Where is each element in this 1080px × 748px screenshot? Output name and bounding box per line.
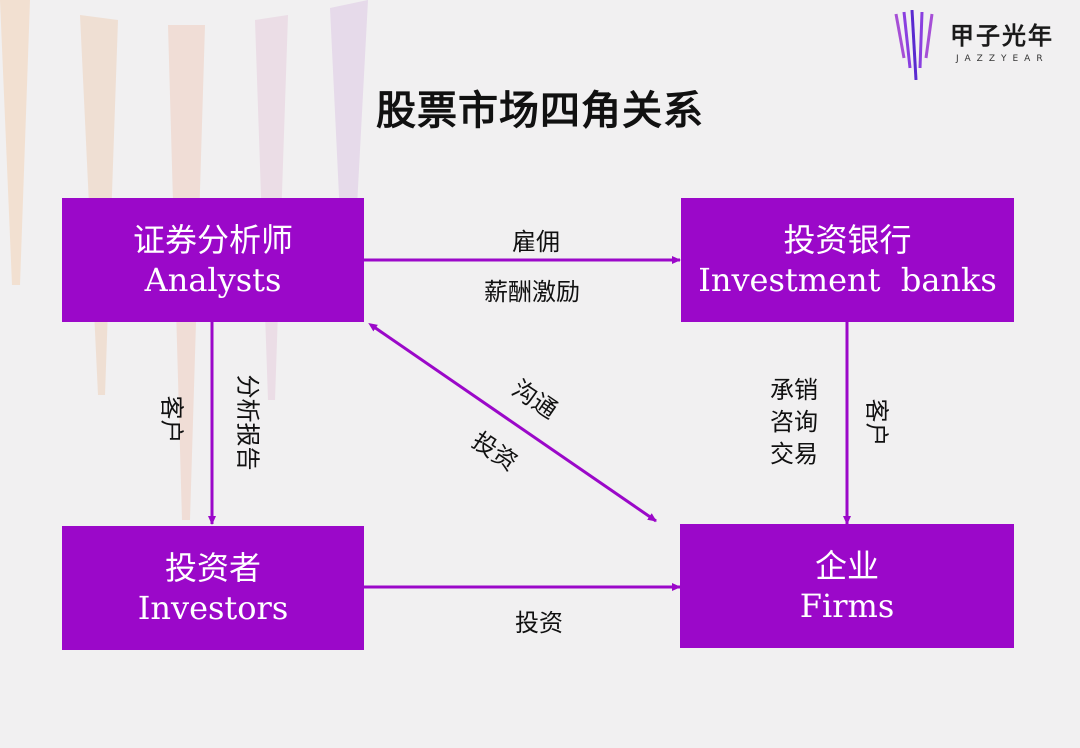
label-analysis-report: 分析报告 bbox=[233, 374, 262, 471]
node-analysts-en: Analysts bbox=[144, 261, 282, 299]
label-underwriting: 承销 bbox=[770, 376, 818, 404]
label-investment-bottom: 投资 bbox=[515, 609, 563, 637]
node-investment-banks: 投资银行 Investment banks bbox=[681, 198, 1014, 322]
label-bank-services: 承销 咨询 交易 bbox=[770, 374, 818, 470]
brand-logo: 甲子光年 JAZZYEAR bbox=[892, 9, 1072, 81]
label-compensation: 薪酬激励 bbox=[484, 278, 580, 306]
logo-mark-icon bbox=[894, 9, 934, 81]
node-investors-en: Investors bbox=[137, 589, 289, 627]
arrow-diagonal-bidirectional bbox=[368, 323, 657, 523]
node-analysts: 证券分析师 Analysts bbox=[62, 198, 364, 322]
node-investors: 投资者 Investors bbox=[62, 526, 364, 650]
logo-name: 甲子光年 bbox=[950, 22, 1054, 50]
node-banks-en: Investment banks bbox=[698, 261, 997, 299]
node-firms: 企业 Firms bbox=[680, 524, 1014, 648]
node-analysts-zh: 证券分析师 bbox=[132, 221, 293, 259]
node-firms-zh: 企业 bbox=[814, 547, 879, 585]
label-consulting: 咨询 bbox=[770, 408, 818, 436]
label-employment: 雇佣 bbox=[512, 228, 560, 256]
node-investors-zh: 投资者 bbox=[164, 549, 261, 587]
node-firms-en: Firms bbox=[799, 587, 895, 625]
label-client-left: 客户 bbox=[157, 395, 186, 444]
logo-subtitle: JAZZYEAR bbox=[956, 54, 1049, 64]
label-client-right: 客户 bbox=[862, 398, 891, 447]
page-title: 股票市场四角关系 bbox=[376, 87, 704, 134]
node-banks-zh: 投资银行 bbox=[783, 221, 912, 259]
label-trading: 交易 bbox=[770, 440, 818, 468]
